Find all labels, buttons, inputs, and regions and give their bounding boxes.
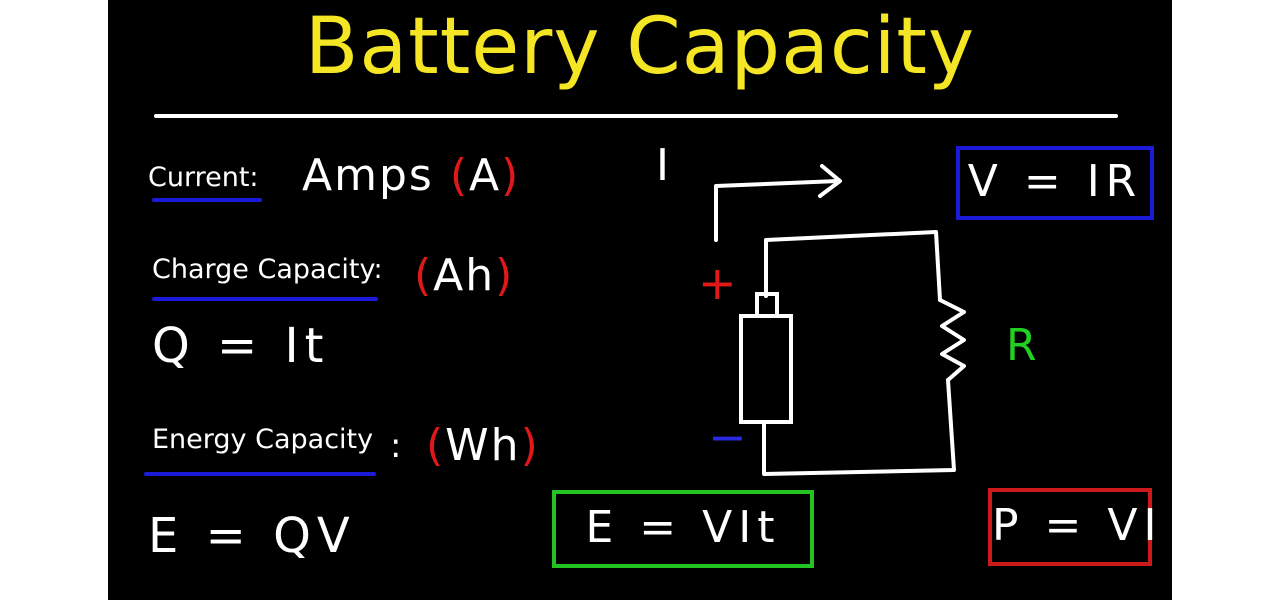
energy-vit-formula: E = VIt: [585, 502, 781, 553]
energy-open-paren: (: [426, 420, 446, 471]
charge-open-paren: (: [414, 250, 434, 301]
charge-capacity-underline: [152, 297, 378, 301]
minus-sign: −: [708, 410, 747, 464]
resistor-icon: [938, 298, 966, 382]
current-underline: [152, 198, 262, 202]
energy-unit-symbol: Wh: [445, 420, 521, 471]
current-arrow-head-icon: [818, 164, 842, 198]
title-underline: [154, 114, 1118, 118]
chalkboard: Battery Capacity Current: Amps (A) Charg…: [108, 0, 1172, 600]
current-unit-symbol: A: [469, 150, 502, 201]
energy-capacity-underline: [144, 472, 376, 476]
ohms-law-formula: V = IR: [967, 156, 1143, 207]
energy-capacity-unit: (Wh): [426, 420, 540, 471]
charge-close-paren: ): [495, 250, 515, 301]
energy-capacity-colon: :: [390, 426, 402, 466]
energy-formula: E = QV: [148, 508, 356, 564]
battery-icon: [739, 314, 793, 424]
current-unit-name: Amps: [302, 150, 434, 201]
page-title: Battery Capacity: [304, 2, 976, 92]
top-wire: [764, 230, 942, 302]
charge-unit-symbol: Ah: [433, 250, 496, 301]
charge-capacity-label: Charge Capacity:: [152, 254, 383, 285]
energy-close-paren: ): [520, 420, 540, 471]
energy-formula-box: E = VIt: [552, 490, 814, 568]
power-formula: P = VI: [992, 500, 1163, 551]
current-symbol: I: [656, 140, 669, 191]
ohms-law-box: V = IR: [956, 146, 1154, 220]
current-unit: Amps (A): [302, 150, 520, 201]
plus-sign: +: [698, 256, 737, 310]
energy-capacity-label: Energy Capacity: [152, 424, 374, 455]
bottom-wire: [762, 378, 956, 476]
power-formula-box: P = VI: [988, 488, 1163, 566]
current-close-paren: ): [501, 150, 521, 201]
current-label: Current:: [148, 162, 259, 193]
current-open-paren: (: [449, 150, 469, 201]
resistor-label: R: [1006, 320, 1037, 371]
charge-formula: Q = It: [152, 318, 330, 374]
current-arrow-line: [714, 179, 840, 242]
circuit-diagram: [714, 164, 966, 476]
charge-capacity-unit: (Ah): [414, 250, 514, 301]
